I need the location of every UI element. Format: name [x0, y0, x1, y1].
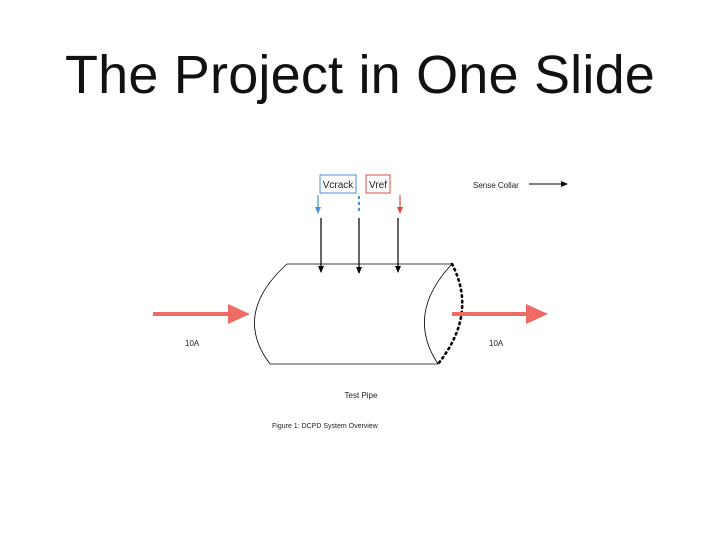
test-pipe: [254, 262, 464, 366]
vref-label: Vref: [369, 180, 387, 191]
vref-box: [365, 174, 391, 194]
vcrack-box: [319, 174, 357, 194]
figure-caption: Figure 1: DCPD System Overview: [272, 423, 379, 430]
current-out-arrow-icon: [452, 304, 548, 324]
vcrack-label: Vcrack: [323, 180, 355, 191]
current-in-arrow-icon: [153, 304, 250, 324]
slide-title: The Project in One Slide: [64, 45, 656, 105]
current-in-label: 10A: [185, 339, 200, 348]
sense-collar-label: Sense Collar: [473, 181, 519, 190]
test-pipe-label: Test Pipe: [345, 391, 378, 400]
current-out-label: 10A: [489, 339, 504, 348]
